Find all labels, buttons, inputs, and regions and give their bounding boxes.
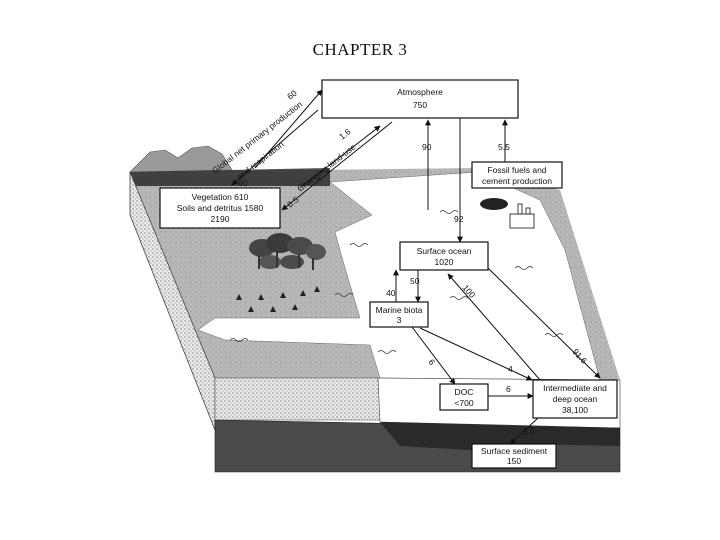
marine-biota-box: Marine biota 3 bbox=[369, 301, 429, 328]
biota-down-value: 50 bbox=[410, 276, 420, 286]
ocean-up-value: 90 bbox=[422, 142, 432, 152]
ocean-down-value: 92 bbox=[454, 214, 464, 224]
fossil-line1: Fossil fuels and bbox=[487, 165, 546, 175]
surface-ocean-box: Surface ocean 1020 bbox=[399, 241, 489, 271]
atmosphere-name: Atmosphere bbox=[397, 87, 443, 97]
sediment-box: Surface sediment 150 bbox=[471, 443, 557, 469]
sediment-name: Surface sediment bbox=[481, 446, 548, 456]
flow-arrows bbox=[231, 89, 601, 445]
biota-up-value: 40 bbox=[386, 288, 396, 298]
wave-marks bbox=[229, 210, 564, 354]
marine-biota-name: Marine biota bbox=[376, 305, 423, 315]
marine-biota-value: 3 bbox=[397, 315, 402, 325]
deep-ocean-line2: deep ocean bbox=[553, 394, 598, 404]
landuse-up-arrow bbox=[299, 125, 381, 189]
doc-name: DOC bbox=[455, 387, 474, 397]
biota-to-deep-value: 4 bbox=[508, 364, 513, 374]
deep-ocean-line3: 38,100 bbox=[562, 405, 588, 415]
deep-to-surface-arrow bbox=[447, 273, 541, 381]
doc-to-deep-value: 6 bbox=[506, 384, 511, 394]
surface-to-deep-arrow bbox=[487, 267, 601, 379]
sediment-layer bbox=[380, 422, 620, 450]
horizon-band bbox=[130, 168, 330, 186]
atmosphere-box: Atmosphere 750 bbox=[321, 79, 519, 119]
atmosphere-value: 750 bbox=[413, 100, 427, 110]
sediment-value: 150 bbox=[507, 456, 521, 466]
fossil-box: Fossil fuels and cement production bbox=[471, 161, 563, 189]
vegetation-line2: Soils and detritus 1580 bbox=[177, 203, 264, 213]
front-sand-layer bbox=[214, 377, 381, 421]
npp-down-arrow bbox=[231, 109, 319, 186]
surface-ocean-name: Surface ocean bbox=[417, 246, 472, 256]
deep-ocean-line1: Intermediate and bbox=[543, 383, 607, 393]
vegetation-line1: Vegetation 610 bbox=[192, 192, 249, 202]
npp-return-value: 60 bbox=[238, 178, 248, 188]
deep-ocean-box: Intermediate and deep ocean 38,100 bbox=[532, 379, 618, 419]
factory-icon bbox=[480, 198, 535, 229]
biota-to-doc-arrow bbox=[411, 326, 456, 385]
mountains bbox=[129, 145, 233, 173]
biota-to-doc-value: 6 bbox=[426, 357, 437, 367]
biota-to-deep-arrow bbox=[419, 327, 533, 381]
doc-box: DOC <700 bbox=[439, 383, 489, 411]
deep-to-sediment-value: 0.2 bbox=[521, 424, 536, 438]
deep-to-sediment-arrow bbox=[509, 417, 539, 445]
vegetation-box: Vegetation 610 Soils and detritus 1580 2… bbox=[159, 187, 281, 229]
doc-value: <700 bbox=[454, 398, 473, 408]
ocean-water bbox=[197, 171, 601, 381]
landuse-value: 1.6 bbox=[337, 126, 353, 141]
fossil-value: 5.5 bbox=[498, 142, 510, 152]
vegetation-line3: 2190 bbox=[211, 214, 230, 224]
surface-ocean-value: 1020 bbox=[435, 257, 454, 267]
forest bbox=[236, 233, 326, 312]
chapter-title: CHAPTER 3 bbox=[312, 40, 408, 59]
landuse-down-arrow bbox=[281, 121, 393, 211]
fossil-line2: cement production bbox=[482, 176, 552, 186]
